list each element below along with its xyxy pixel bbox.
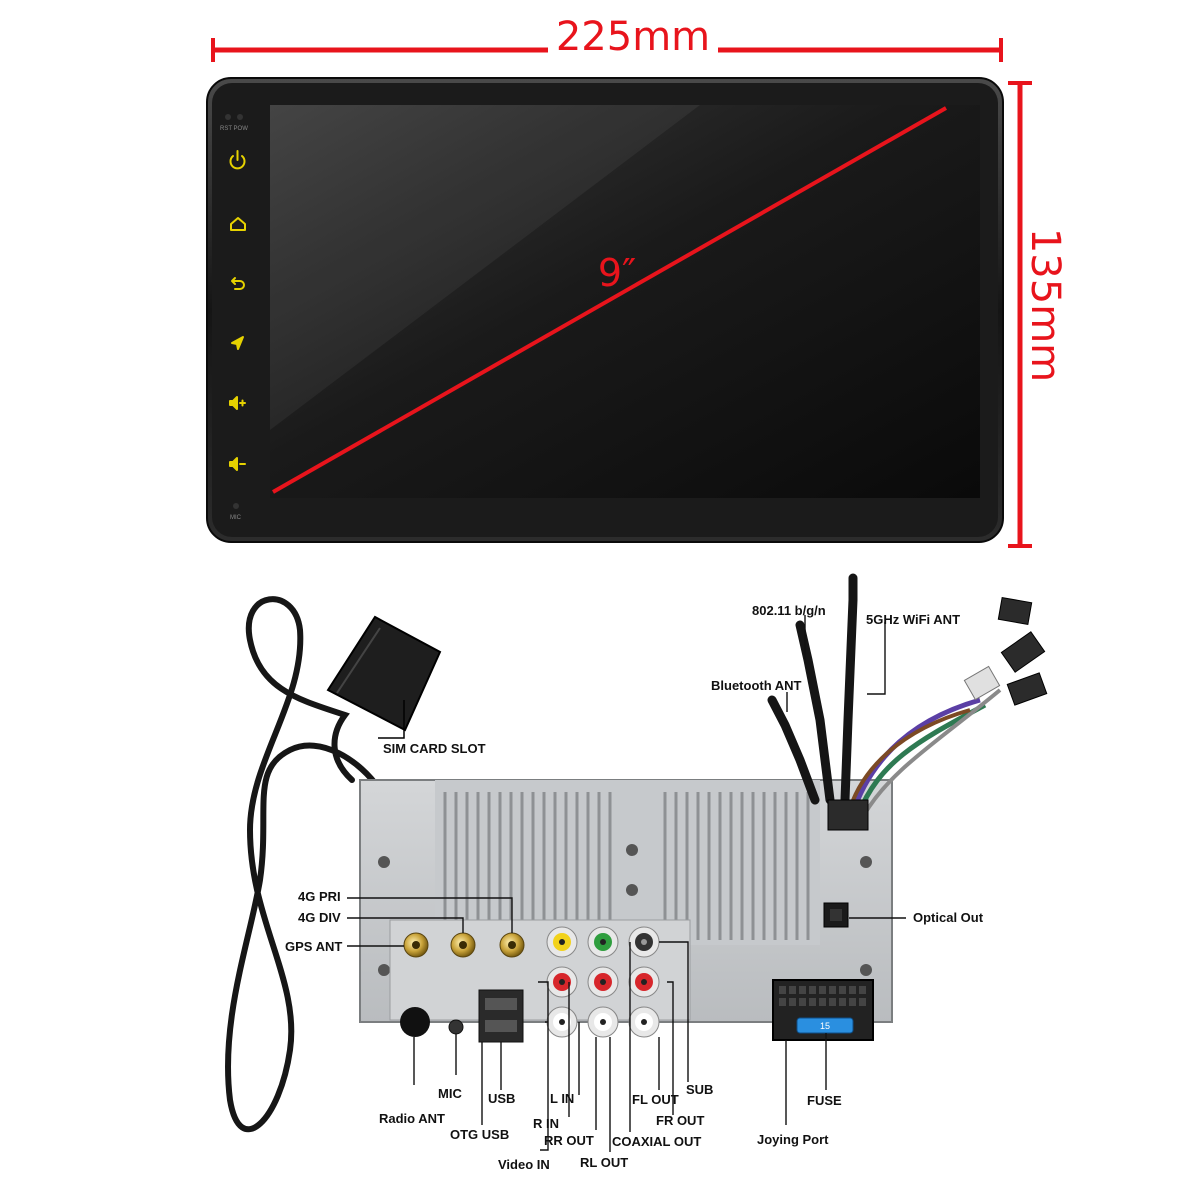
4g-pri-connector <box>499 932 525 958</box>
fuse-label: FUSE <box>807 1093 842 1108</box>
svg-text:15: 15 <box>820 1021 830 1031</box>
gps-connector <box>403 932 429 958</box>
harness-pin <box>779 986 786 994</box>
mic-socket <box>448 1019 464 1035</box>
diagonal-label: 9″ <box>598 251 636 295</box>
wifi-bgn-label: 802.11 b/g/n <box>752 603 826 618</box>
joying-port-connector: 15 <box>772 979 874 1041</box>
back-icon[interactable] <box>231 277 245 290</box>
wifi-5ghz-label: 5GHz WiFi ANT <box>866 612 960 627</box>
height-dimension: 135mm <box>1008 81 1074 548</box>
callout-lines <box>347 615 906 1152</box>
harness-pin <box>839 986 846 994</box>
harness-pin <box>799 998 806 1006</box>
rear-chassis <box>359 779 893 1023</box>
optical-out-label: Optical Out <box>913 910 984 925</box>
harness-pin <box>849 998 856 1006</box>
height-label: 135mm <box>1022 228 1068 382</box>
joying-port-label: Joying Port <box>757 1132 829 1147</box>
sim-card-slot-label: SIM CARD SLOT <box>383 741 486 756</box>
harness-pin <box>809 986 816 994</box>
width-dimension: 225mm <box>211 14 1003 62</box>
harness-pin <box>789 986 796 994</box>
harness-pin <box>849 986 856 994</box>
mic-label: MIC <box>438 1086 462 1101</box>
coaxial-out-label: COAXIAL OUT <box>612 1134 701 1149</box>
harness-pin <box>829 998 836 1006</box>
otg-usb-label: OTG USB <box>450 1127 509 1142</box>
indicator-labels: RST POW <box>220 126 248 132</box>
rr-out-label: RR OUT <box>544 1133 594 1148</box>
harness-pin <box>799 986 806 994</box>
sim-card-holder <box>326 615 442 732</box>
optical-out-port <box>823 902 849 928</box>
harness-pin <box>839 998 846 1006</box>
usb-label: USB <box>488 1091 515 1106</box>
harness-pin <box>789 998 796 1006</box>
display-screen <box>270 105 980 498</box>
width-label: 225mm <box>556 14 710 60</box>
video-in-label: Video IN <box>498 1157 550 1172</box>
sub-label: SUB <box>686 1082 713 1097</box>
harness-pin <box>819 986 826 994</box>
radio-antenna-socket <box>400 1007 430 1037</box>
r-in-label: R IN <box>533 1116 559 1131</box>
harness-pin <box>819 998 826 1006</box>
volume-up-icon[interactable] <box>229 396 246 410</box>
gps-ant-label: GPS ANT <box>285 939 342 954</box>
fl-out-label: FL OUT <box>632 1092 679 1107</box>
harness-pin <box>829 986 836 994</box>
home-icon[interactable] <box>230 217 246 231</box>
volume-down-icon[interactable] <box>229 457 246 471</box>
fr-out-label: FR OUT <box>656 1113 704 1128</box>
harness-pin <box>779 998 786 1006</box>
harness-pin <box>859 998 866 1006</box>
4g-pri-label: 4G PRI <box>298 889 341 904</box>
usb-ports <box>478 989 524 1043</box>
fuse-block <box>796 1017 854 1034</box>
radio-ant-label: Radio ANT <box>379 1111 445 1126</box>
diagonal-line <box>272 106 947 494</box>
harness-pin <box>859 986 866 994</box>
rca-jacks <box>546 926 660 1038</box>
l-in-label: L IN <box>550 1091 574 1106</box>
harness-pin <box>809 998 816 1006</box>
power-icon[interactable] <box>229 150 246 170</box>
navigation-icon[interactable] <box>231 336 244 350</box>
front-mic-label: MIC <box>230 515 242 521</box>
wiring-harness <box>767 573 1048 831</box>
4g-div-label: 4G DIV <box>298 910 341 925</box>
mic-hole <box>233 503 239 509</box>
head-unit-front: 9″ RST POW <box>206 77 1004 543</box>
bluetooth-ant-label: Bluetooth ANT <box>711 678 802 693</box>
rl-out-label: RL OUT <box>580 1155 628 1170</box>
4g-div-connector <box>450 932 476 958</box>
